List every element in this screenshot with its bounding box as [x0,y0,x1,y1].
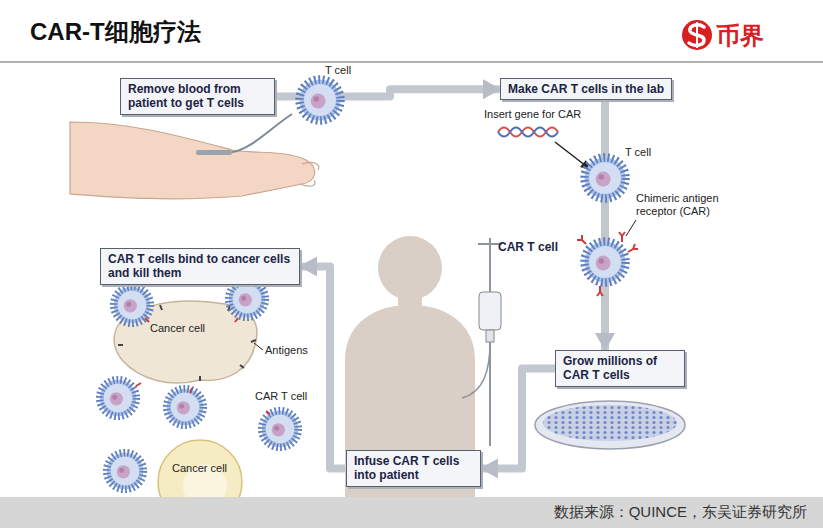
step-box: Make CAR T cells in the lab [500,78,672,100]
chart-title: CAR-T细胞疗法 [30,16,201,48]
car-t-cells-attacking-part [136,318,270,414]
step-box: CAR T cells bind to cancer cells and kil… [100,248,300,285]
logo-text: 币界 [716,20,764,52]
cell-label: Cancer cell [150,322,205,335]
source-note: 数据来源：QUINCE，东吴证券研究所 [554,503,807,522]
car-gene-part [498,128,558,137]
car-t-cell-lab-part [577,232,638,296]
step-text: Make CAR T cells in the lab [508,82,664,96]
car-t-cells-attacking [100,281,299,490]
t-cell-blood [299,79,340,120]
process-arrow [300,266,346,468]
cell-label: T cell [325,64,351,77]
car-t-cells-attacking-part [167,389,204,426]
cell-label: CAR T cell [498,240,558,254]
step-text: Remove blood from patient to get T cells [128,82,267,111]
cell-label: Cancer cell [172,462,227,475]
arm-part [196,150,232,155]
step-text: CAR T cells bind to cancer cells and kil… [108,252,292,281]
car-t-cells-attacking-part [229,281,266,318]
logo-icon [682,20,712,50]
arm-part [232,114,292,152]
title-rule [0,61,823,63]
step-box: Infuse CAR T cells into patient [346,450,481,487]
iv-drip-part [486,330,494,342]
logo-icon-part [696,22,698,48]
car-t-cell-lab-part [626,220,636,236]
cell-label: CAR T cell [255,390,307,403]
t-cell-lab [584,157,625,198]
patient-silhouette [345,236,475,497]
cancer-cell-part [254,343,263,350]
part-label: Antigens [265,344,308,357]
car-t-cells-attacking-part [107,453,144,490]
arm-part [300,162,319,186]
step-box: Grow millions of CAR T cells [555,350,685,387]
iv-drip-part [462,342,490,398]
t-cell-lab-part [584,157,625,198]
car-t-cells-attacking-part [114,287,151,324]
step-box: Remove blood from patient to get T cells [120,78,275,115]
petri-dish-part [535,401,685,449]
part-label: Chimeric antigen receptor (CAR) [636,192,754,218]
iv-drip-part [479,292,501,330]
logo-icon-part [682,20,712,50]
car-gene-part [555,142,586,166]
car-t-cell-lab-part [584,241,625,282]
car-gene [498,128,590,171]
arm-part [70,122,315,199]
patient-silhouette-part [378,236,442,300]
step-text: Infuse CAR T cells into patient [354,454,473,483]
cell-label: T cell [625,146,651,159]
car-gene-part [498,128,558,137]
step-text: Grow millions of CAR T cells [563,354,677,383]
car-t-cell-lab [577,220,638,296]
petri-dish [535,401,685,449]
arm [70,114,319,199]
step-note: Insert gene for CAR [484,108,581,121]
petri-dish-part [543,405,677,441]
process-arrow [601,100,609,350]
car-t-cells-attacking-part [262,411,299,448]
t-cell-blood-part [299,79,340,120]
iv-drip [462,238,502,446]
car-t-cells-attacking-part [100,380,137,417]
footer-band: 数据来源：QUINCE，东吴证券研究所 [0,497,823,528]
petri-dish-part [543,405,677,441]
